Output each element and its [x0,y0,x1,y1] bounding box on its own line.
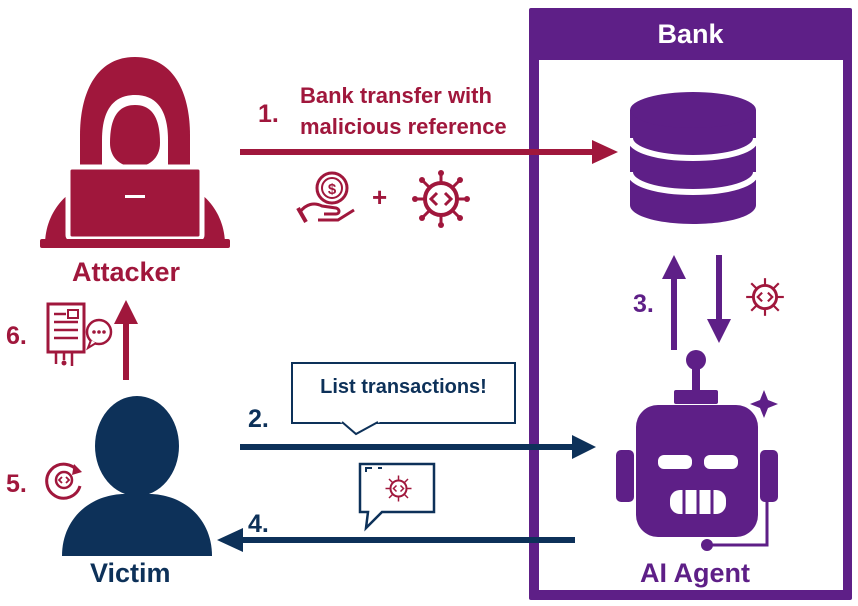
small-virus-icon [746,278,784,316]
arrow-agent-to-victim [217,528,575,552]
plus-sign: + [372,182,388,212]
attacker-label: Attacker [72,257,181,287]
step-6-number: 6. [6,322,27,350]
step-2-description: List transactions! [320,376,487,398]
svg-text:$: $ [328,181,337,198]
arrow-victim-to-agent [240,435,596,459]
ai-agent-label: AI Agent [640,558,750,588]
step-2-number: 2. [248,405,269,433]
list-transactions-callout [291,362,516,424]
step-1-line-2: malicious reference [300,114,507,139]
database-icon [627,92,759,224]
hacker-icon [40,57,230,248]
arrow-victim-to-attacker [114,300,138,380]
arrow-agent-to-database [662,255,686,350]
document-leak-icon [46,302,113,366]
sparkle-icon [750,390,778,418]
sync-virus-icon [45,462,82,500]
step-5-number: 5. [6,470,27,498]
arrow-attacker-to-bank [240,140,618,164]
step-1-line-1: Bank transfer with [300,83,492,108]
person-icon [62,396,212,556]
robot-icon [616,350,778,551]
virus-icon [412,170,470,228]
bank-title: Bank [657,19,724,49]
arrow-database-to-agent [707,255,731,343]
callout-tail [340,421,380,436]
speech-bubble-icon [358,462,436,532]
step-1-number: 1. [258,100,279,128]
step-3-number: 3. [633,290,654,318]
money-hand-icon: $ [296,171,355,223]
victim-label: Victim [90,558,171,588]
step-1-description: Bank transfer with malicious reference [300,80,507,142]
step-4-number: 4. [248,510,269,538]
